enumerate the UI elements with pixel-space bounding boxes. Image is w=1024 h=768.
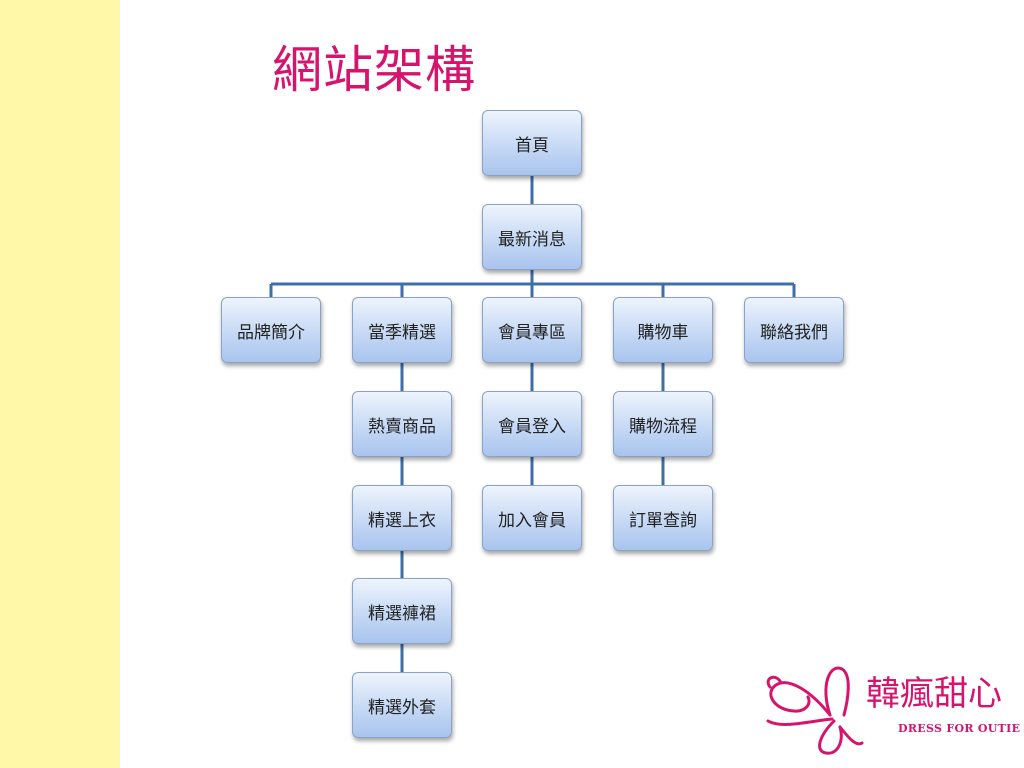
logo-chinese-text: 韓瘋甜心: [866, 674, 1002, 714]
node-shopping-cart: 購物車: [613, 297, 713, 363]
node-contact-us: 聯絡我們: [744, 297, 844, 363]
node-outerwear: 精選外套: [352, 672, 452, 738]
page-title: 網站架構: [272, 41, 476, 99]
node-latest-news: 最新消息: [482, 204, 582, 270]
node-shopping-process: 購物流程: [613, 391, 713, 457]
left-sidebar-band: [0, 0, 120, 768]
node-member-login: 會員登入: [482, 391, 582, 457]
node-order-inquiry: 訂單查詢: [613, 485, 713, 551]
node-pants-skirts: 精選褲裙: [352, 578, 452, 644]
logo-english-text: DRESS FOR OUTIE: [898, 722, 1021, 735]
node-hot-items: 熱賣商品: [352, 391, 452, 457]
butterfly-logo-icon: [766, 666, 864, 755]
node-home: 首頁: [482, 110, 582, 176]
node-season-picks: 當季精選: [352, 297, 452, 363]
node-member-area: 會員專區: [482, 297, 582, 363]
node-join-member: 加入會員: [482, 485, 582, 551]
node-tops: 精選上衣: [352, 485, 452, 551]
node-brand-intro: 品牌簡介: [221, 297, 321, 363]
